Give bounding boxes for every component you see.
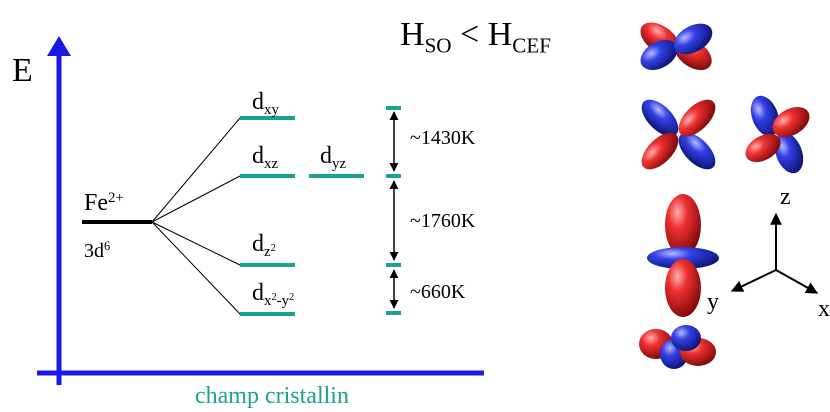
h-cef-subscript: CEF (512, 33, 551, 58)
dz2-sub-z: z (264, 244, 271, 261)
coordinate-axes-icon (730, 212, 819, 294)
orbital-dxy-icon (640, 22, 713, 71)
dyz-base: d (320, 143, 332, 169)
electron-config: 3d6 (84, 239, 111, 262)
orbital-dz2-icon (647, 194, 719, 317)
gap-label-1760: ~1760K (410, 210, 476, 232)
dz2-sub: z2 (264, 243, 276, 261)
ion-label: Fe2+ (84, 189, 124, 216)
level-label-dxy: dxy (252, 89, 279, 118)
splitting-lines (151, 117, 241, 315)
dx2y2-sub-y-exp: 2 (289, 292, 295, 303)
dx2y2-sub-x: x (264, 293, 272, 310)
dz2-sub-exp: 2 (270, 243, 276, 254)
ion-charge: 2+ (108, 189, 124, 206)
axis-y-label: y (707, 289, 719, 315)
axis-x-label: x (818, 296, 830, 322)
energy-axis (47, 36, 71, 385)
dx2y2-base: d (252, 280, 264, 306)
gap-label-660: ~660K (410, 281, 466, 303)
level-label-dxz: dxz (252, 143, 278, 172)
dxz-sub: xz (264, 156, 279, 173)
orbital-dyz-icon (745, 95, 810, 174)
gap-ticks (386, 106, 401, 315)
ion-symbol: Fe (84, 190, 108, 216)
gap-label-1430: ~1430K (410, 127, 476, 149)
axis-z-label: z (780, 184, 791, 210)
dxy-sub: xy (264, 102, 279, 119)
energy-axis-label: E (12, 52, 33, 89)
dx2y2-sub: x2-y2 (264, 292, 295, 310)
dz2-base: d (252, 231, 264, 257)
dxy-base: d (252, 89, 264, 115)
dxz-base: d (252, 143, 264, 169)
level-label-dz2: dz2 (252, 231, 276, 260)
crystal-field-axis-label: champ cristallin (195, 383, 349, 409)
hamiltonian-relation: HSO < HCEF (400, 16, 551, 56)
dyz-sub: yz (332, 156, 347, 173)
orbital-dx2y2-icon (639, 325, 716, 369)
dx2y2-sub-x-exp: 2 (271, 292, 277, 303)
config-base: 3d (84, 240, 104, 262)
h-so-subscript: SO (424, 33, 452, 58)
level-label-dx2y2: dx2-y2 (252, 280, 294, 309)
h-cef: H (487, 16, 513, 53)
dx2y2-sub-y: -y (276, 293, 290, 310)
relation-sign: < (451, 16, 488, 53)
h-so: H (400, 16, 425, 53)
level-label-dyz: dyz (320, 143, 346, 172)
config-exponent: 6 (104, 239, 111, 254)
orbital-dxz-icon (641, 99, 716, 170)
